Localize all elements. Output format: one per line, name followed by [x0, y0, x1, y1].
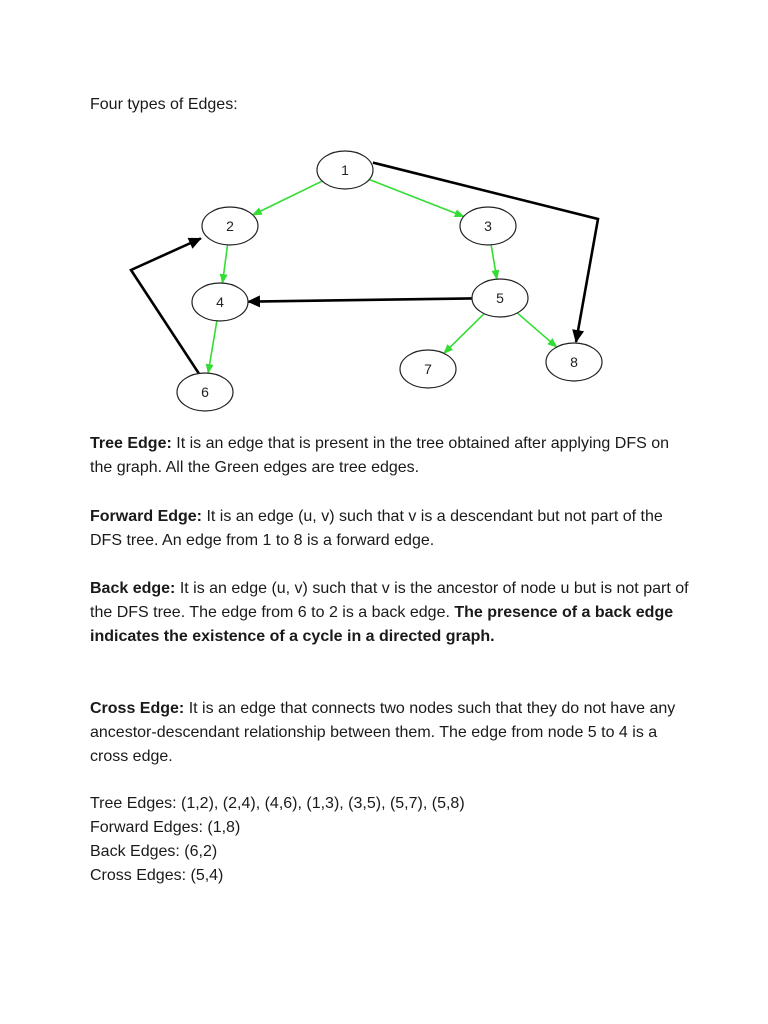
graph-node-4-label: 4 [216, 294, 224, 310]
dfs-edge-diagram: 1 2 3 4 5 6 7 8 [129, 150, 603, 412]
graph-node-3: 3 [459, 206, 517, 246]
cross-edge-term: Cross Edge: [90, 700, 185, 717]
edge-tree-5-7 [443, 313, 485, 355]
edge-cross-5-4 [246, 295, 473, 308]
graph-node-5-label: 5 [496, 290, 504, 306]
graph-node-2: 2 [201, 206, 259, 246]
summary-forward-edges: Forward Edges: (1,8) [90, 819, 241, 836]
cross-edge-paragraph: Cross Edge: It is an edge that connects … [90, 697, 690, 769]
edge-forward-1-8 [372, 161, 600, 343]
back-edge-emphasis: The presence of a back edge indicates th… [90, 604, 674, 645]
forward-edge-term: Forward Edge: [90, 508, 203, 525]
edge-tree-4-6 [205, 320, 218, 375]
graph-node-1-circle [316, 150, 374, 190]
graph-node-8: 8 [545, 342, 603, 382]
graph-node-6-circle [176, 372, 234, 412]
edge-tree-3-5 [490, 244, 500, 281]
graph-node-5-circle [471, 278, 529, 318]
tree-edge-text: It is an edge that is present in the tre… [90, 435, 670, 476]
tree-edge-term: Tree Edge: [90, 435, 172, 452]
edge-tree-1-2 [251, 180, 323, 216]
graph-node-2-label: 2 [226, 218, 234, 234]
section-heading: Four types of Edges: [90, 96, 238, 113]
summary-back-edges: Back Edges: (6,2) [90, 843, 218, 860]
edge-summary-list: Tree Edges: (1,2), (2,4), (4,6), (1,3), … [90, 792, 465, 888]
graph-node-4-circle [191, 282, 249, 322]
graph-node-7-label: 7 [424, 361, 432, 377]
back-edge-paragraph: Back edge: It is an edge (u, v) such tha… [90, 577, 690, 649]
edge-back-6-2 [129, 237, 202, 375]
graph-node-3-label: 3 [484, 218, 492, 234]
summary-cross-edges: Cross Edges: (5,4) [90, 867, 224, 884]
edge-layer [129, 161, 600, 375]
back-edge-term: Back edge: [90, 580, 176, 597]
summary-tree-edges: Tree Edges: (1,2), (2,4), (4,6), (1,3), … [90, 795, 465, 812]
back-edge-text: It is an edge (u, v) such that v is the … [90, 580, 689, 621]
node-layer: 1 2 3 4 5 6 7 8 [176, 150, 603, 412]
graph-node-6-label: 6 [201, 384, 209, 400]
graph-node-5: 5 [471, 278, 529, 318]
graph-node-8-label: 8 [570, 354, 578, 370]
edge-tree-1-3 [368, 178, 465, 218]
forward-edge-paragraph: Forward Edge: It is an edge (u, v) such … [90, 505, 690, 553]
graph-node-2-circle [201, 206, 259, 246]
graph-node-3-circle [459, 206, 517, 246]
cross-edge-text: It is an edge that connects two nodes su… [90, 700, 676, 765]
tree-edge-paragraph: Tree Edge: It is an edge that is present… [90, 432, 690, 480]
graph-node-7: 7 [399, 349, 457, 389]
edge-tree-5-8 [516, 312, 558, 348]
graph-node-8-circle [545, 342, 603, 382]
graph-node-1-label: 1 [341, 162, 349, 178]
edge-tree-2-4 [219, 244, 229, 285]
graph-node-7-circle [399, 349, 457, 389]
graph-node-4: 4 [191, 282, 249, 322]
graph-node-6: 6 [176, 372, 234, 412]
graph-node-1: 1 [316, 150, 374, 190]
forward-edge-text: It is an edge (u, v) such that v is a de… [90, 508, 663, 549]
